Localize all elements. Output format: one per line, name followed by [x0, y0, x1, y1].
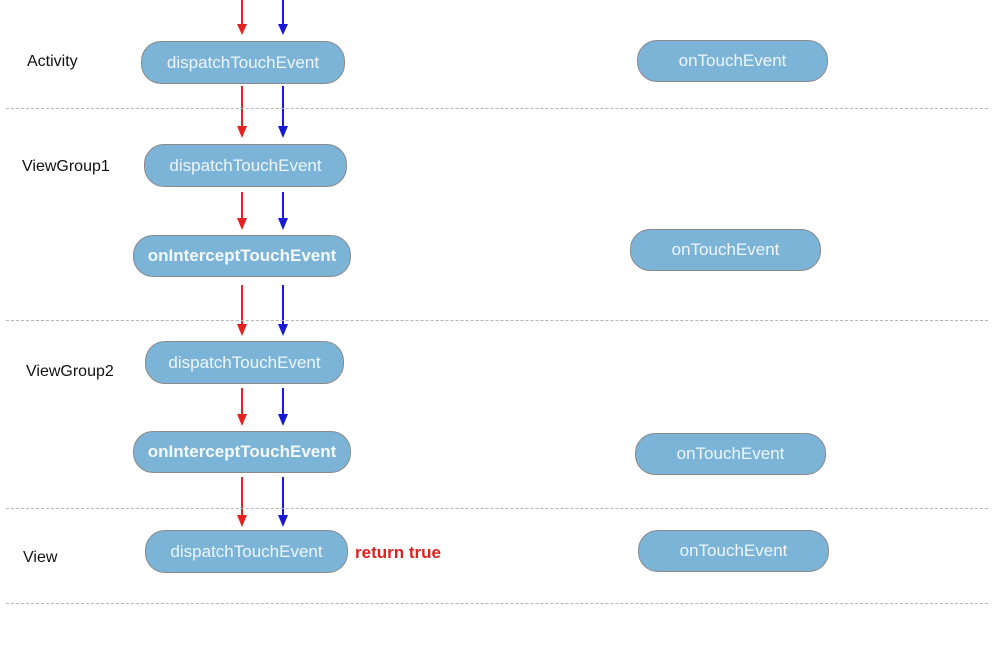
return-true-annotation: return true: [355, 543, 441, 562]
activity-dispatch-touch-event-node: dispatchTouchEvent: [141, 41, 345, 84]
layer-divider: [6, 108, 988, 109]
viewgroup2-on-touch-event-node: onTouchEvent: [635, 433, 826, 475]
blue-arrows: [278, 0, 288, 527]
layer-label-view: View: [23, 549, 58, 566]
activity-on-touch-event-node: onTouchEvent: [637, 40, 828, 82]
layer-label-viewgroup2: ViewGroup2: [26, 363, 114, 380]
view-dispatch-touch-event-node: dispatchTouchEvent: [145, 530, 348, 573]
layer-label-activity: Activity: [27, 53, 78, 70]
viewgroup1-on-touch-event-node: onTouchEvent: [630, 229, 821, 271]
view-on-touch-event-node: onTouchEvent: [638, 530, 829, 572]
viewgroup2-dispatch-touch-event-node: dispatchTouchEvent: [145, 341, 344, 384]
layer-divider: [6, 603, 988, 604]
viewgroup1-on-intercept-touch-event-node: onInterceptTouchEvent: [133, 235, 351, 277]
layer-divider: [6, 320, 988, 321]
red-arrows: [237, 0, 247, 527]
layer-divider: [6, 508, 988, 509]
viewgroup2-on-intercept-touch-event-node: onInterceptTouchEvent: [133, 431, 351, 473]
viewgroup1-dispatch-touch-event-node: dispatchTouchEvent: [144, 144, 347, 187]
layer-label-viewgroup1: ViewGroup1: [22, 158, 110, 175]
